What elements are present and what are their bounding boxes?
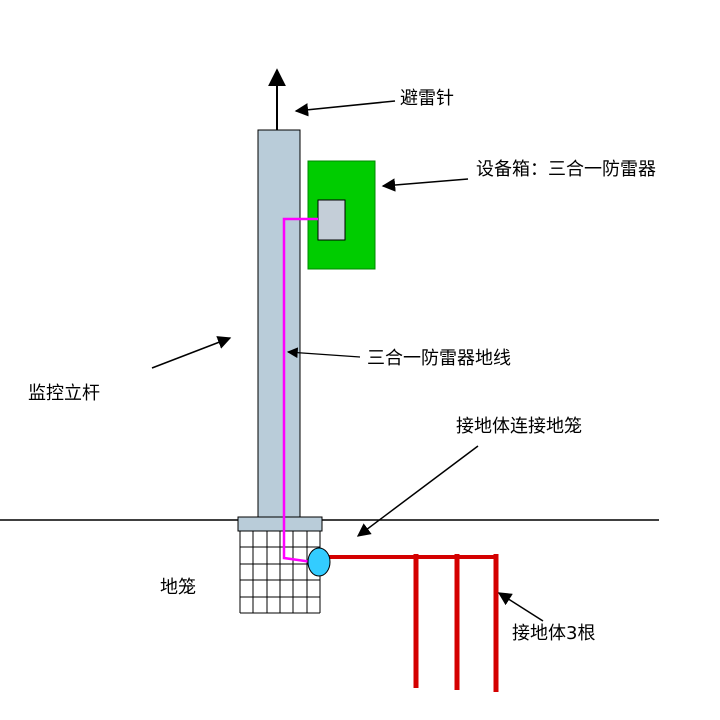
ground-junction	[307, 547, 331, 577]
pointer-arrester-ground-wire	[286, 347, 361, 359]
pointer-ground-rods	[497, 592, 544, 622]
pointer-monitoring-pole	[151, 336, 232, 369]
label-equipment-box: 设备箱：三合一防雷器	[476, 159, 656, 180]
arrester-ground-wire	[282, 217, 318, 564]
monitoring-pole	[257, 129, 301, 519]
label-lightning-rod: 避雷针	[400, 88, 454, 109]
pointer-ground-connector	[356, 445, 479, 537]
label-ground-connector: 接地体连接地笼	[456, 416, 582, 437]
label-monitoring-pole: 监控立杆	[28, 383, 100, 404]
pointer-equipment-box	[381, 178, 469, 192]
pointer-lightning-rod	[294, 100, 396, 117]
ground-cage-grid	[239, 530, 321, 614]
label-ground-cage: 地笼	[160, 577, 196, 598]
arrester-device	[317, 199, 346, 241]
pole-base-flange	[237, 516, 323, 532]
label-arrester-ground-wire: 三合一防雷器地线	[367, 348, 511, 369]
label-ground-rods: 接地体3根	[512, 623, 595, 644]
